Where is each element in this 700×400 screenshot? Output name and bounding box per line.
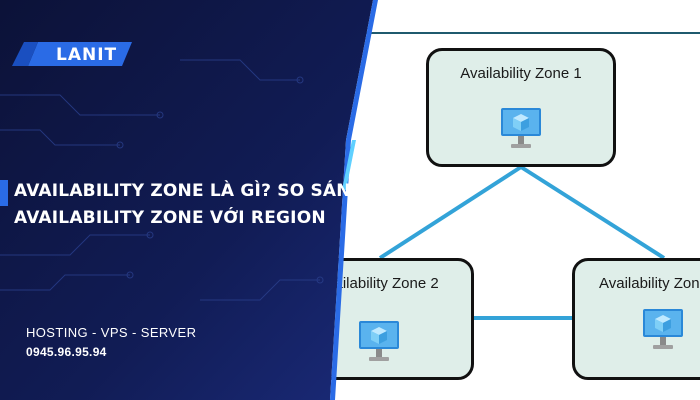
lanit-logo[interactable]: LANIT — [12, 42, 132, 66]
page-title: AVAILABILITY ZONE LÀ GÌ? SO SÁNH AVAILAB… — [14, 178, 366, 232]
zone-2-label: Availability Zone 2 — [317, 275, 439, 292]
title-line-2: AVAILABILITY ZONE VỚI REGION — [14, 208, 326, 228]
virtual-machine-icon — [501, 108, 541, 148]
connector-zone1-zone2 — [378, 165, 523, 260]
virtual-machine-icon — [359, 321, 399, 361]
phone-number[interactable]: 0945.96.95.94 — [26, 345, 107, 359]
logo-text: LANIT — [56, 45, 118, 65]
zone-3-label: Availability Zone 3 — [599, 275, 700, 292]
services-text: HOSTING - VPS - SERVER — [26, 325, 197, 340]
zone-3-box: Availability Zone 3 — [572, 258, 700, 380]
title-line-1: AVAILABILITY ZONE LÀ GÌ? SO SÁNH — [14, 181, 366, 201]
virtual-machine-icon — [643, 309, 683, 349]
zone-1-box: Availability Zone 1 — [426, 48, 616, 167]
zone-2-box: Availability Zone 2 — [282, 258, 474, 380]
zone-1-label: Availability Zone 1 — [460, 65, 582, 82]
connector-zone1-zone3 — [519, 165, 666, 260]
logo-badge — [12, 42, 132, 66]
